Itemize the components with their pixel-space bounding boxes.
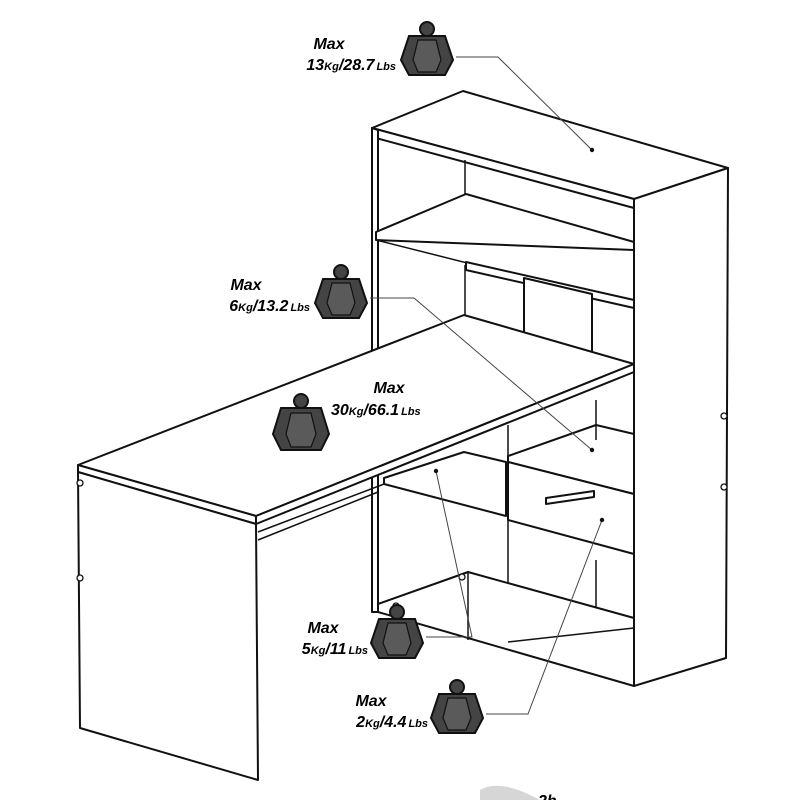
desk bbox=[76, 314, 635, 781]
weight-icon bbox=[429, 679, 485, 734]
desk-leg-panel bbox=[77, 471, 259, 781]
weight-icon bbox=[271, 393, 331, 451]
max-label: Max bbox=[373, 380, 405, 397]
max-label: Max bbox=[313, 36, 345, 53]
bookcase-bottom bbox=[377, 571, 635, 687]
max-label: Max bbox=[355, 693, 387, 710]
desktop-side-edge bbox=[255, 363, 635, 525]
max-label: Max bbox=[307, 620, 339, 637]
weight-icon bbox=[313, 264, 369, 319]
leader-lines bbox=[370, 56, 605, 715]
footer-partial-badge: 2h bbox=[480, 785, 557, 800]
footer-partial-label: 2h bbox=[537, 793, 557, 800]
weight-icon bbox=[399, 21, 455, 76]
weight-icon bbox=[369, 604, 425, 659]
low-shelf bbox=[383, 451, 507, 517]
max-label: Max bbox=[230, 277, 262, 294]
drawer-handle bbox=[545, 490, 595, 505]
bookcase-right-side bbox=[633, 167, 729, 687]
shelf-upper bbox=[375, 193, 635, 251]
bookcase bbox=[371, 90, 729, 687]
